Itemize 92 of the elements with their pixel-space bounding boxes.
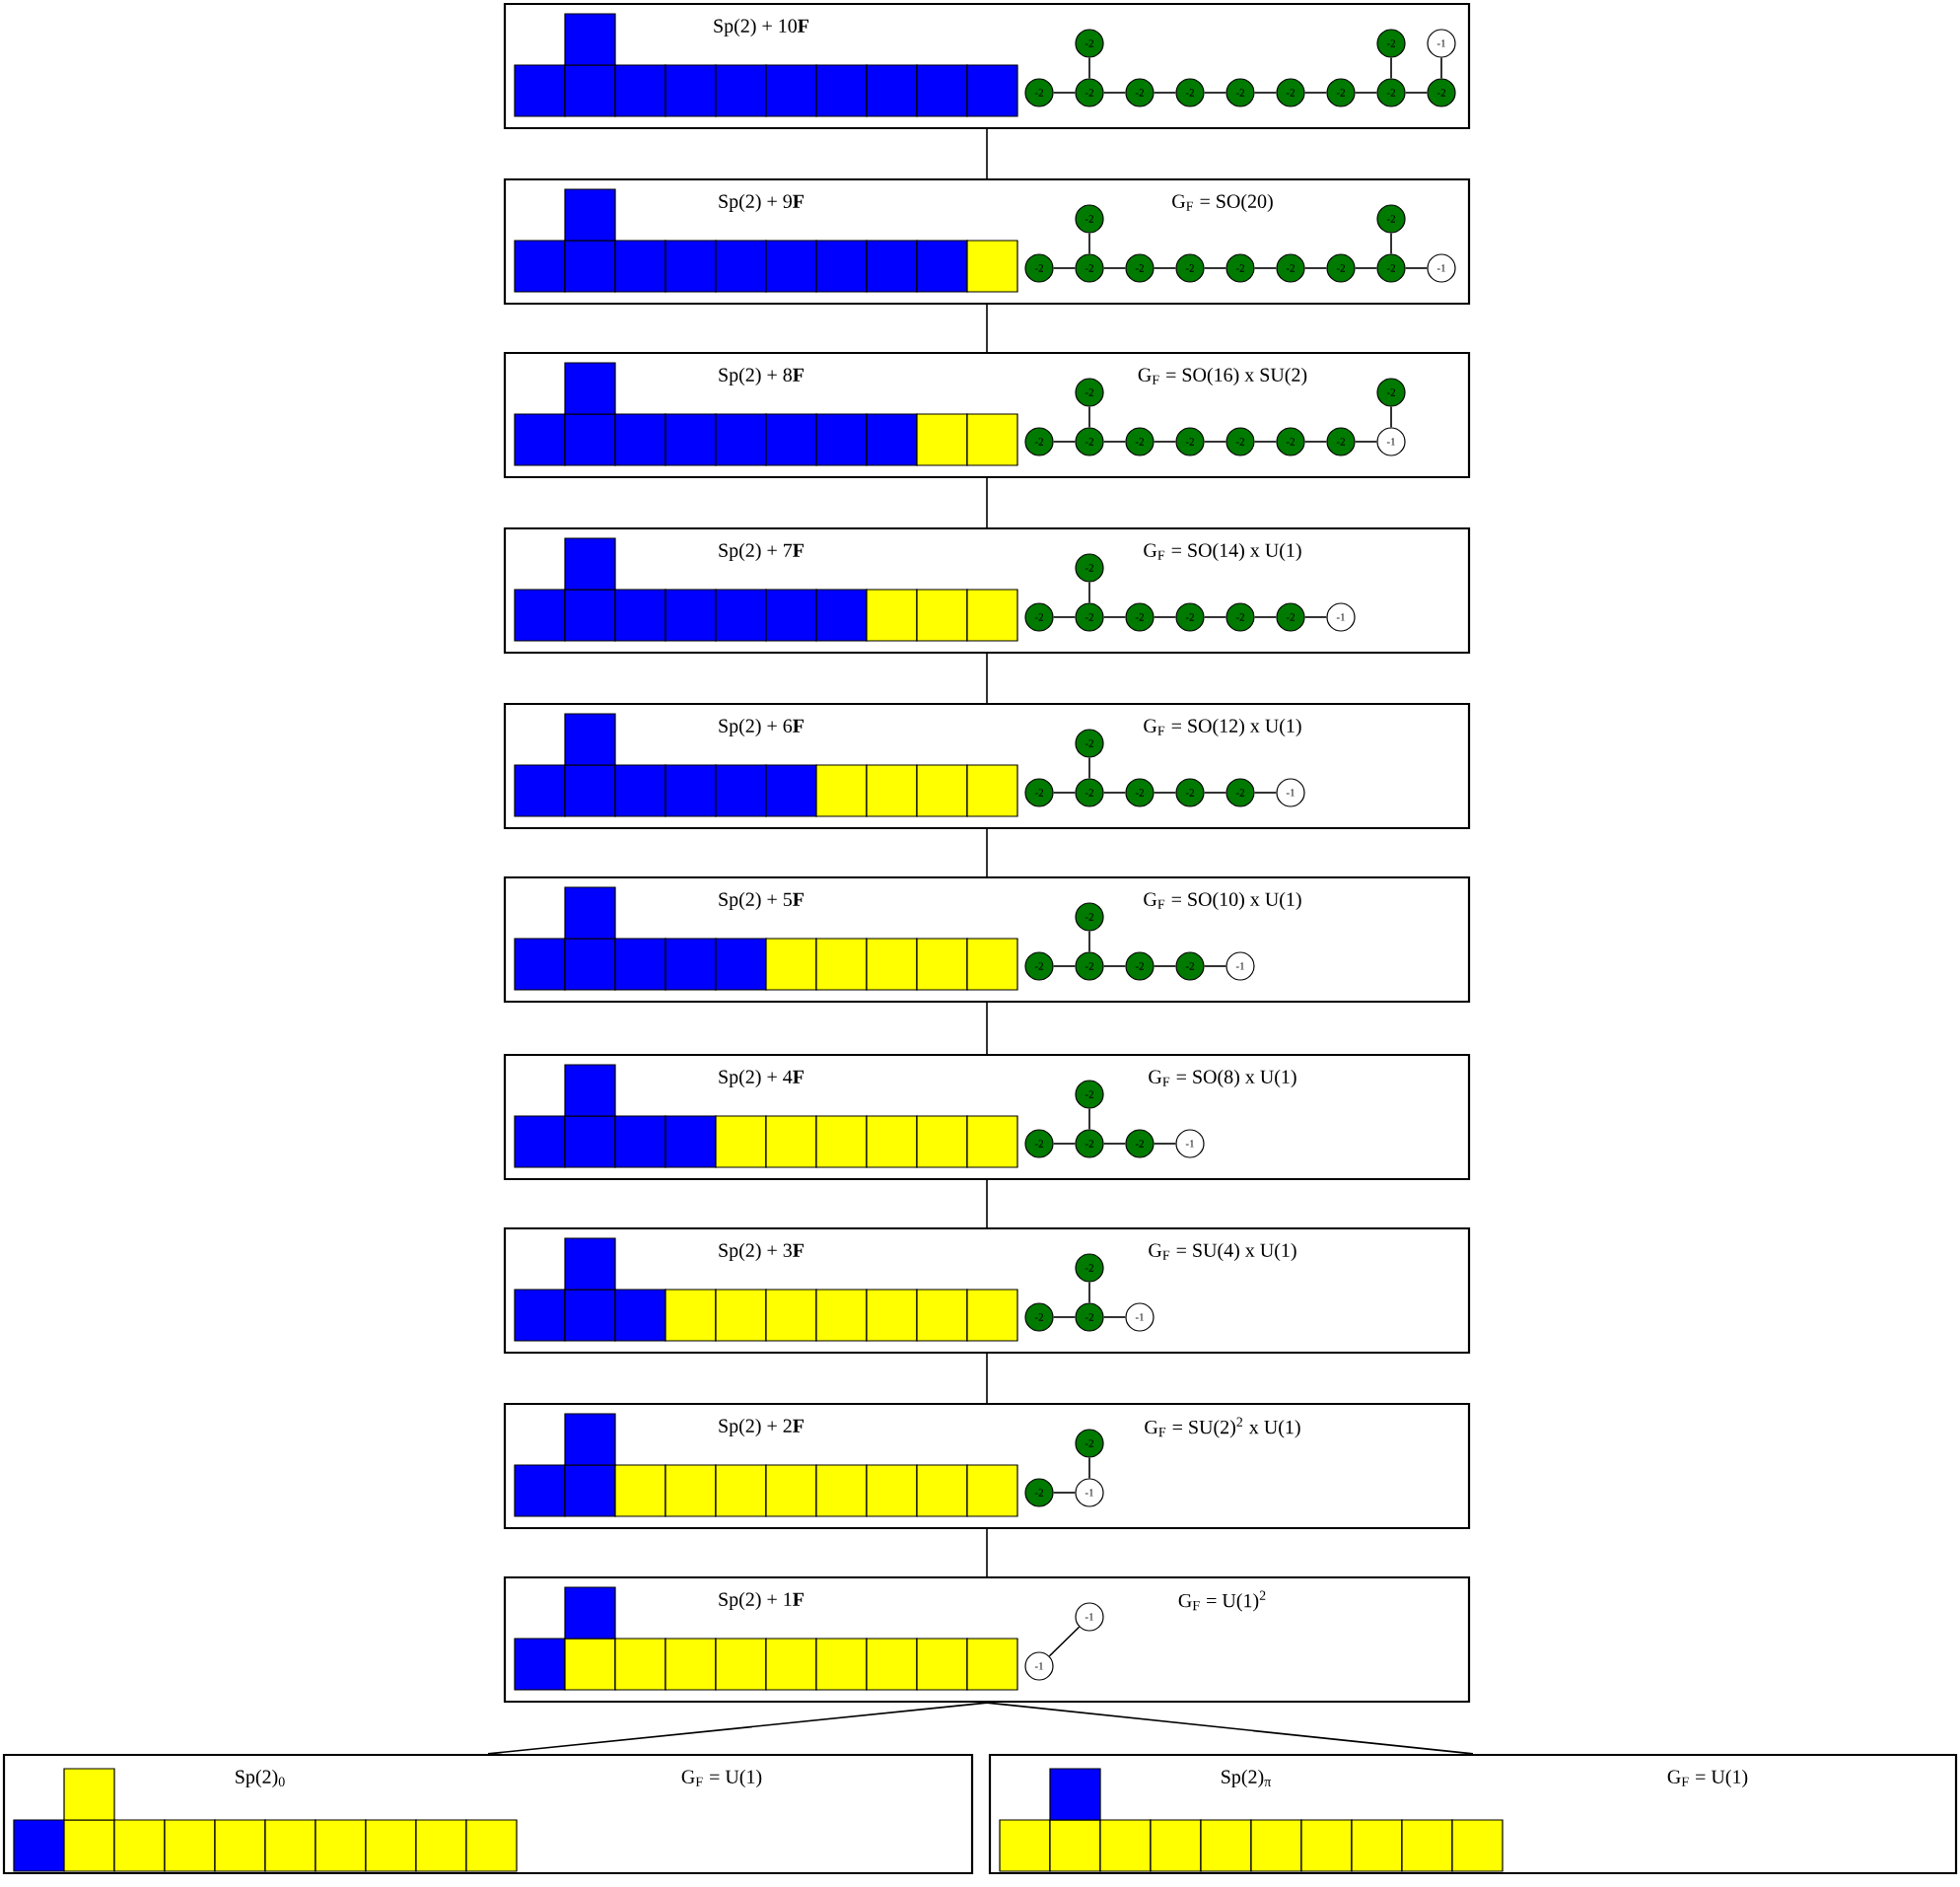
graph-edge [1052, 1492, 1077, 1494]
graph-edge [1088, 232, 1090, 255]
graph-edge [1303, 441, 1328, 443]
flavor-symmetry-label: G$_{F}$ = SO(12) x U(1) [1144, 718, 1301, 737]
theory-label: Sp(2) + 9F [719, 193, 804, 213]
connector-line [986, 1179, 988, 1228]
theory-label: Sp(2) + 3F [719, 1242, 804, 1262]
theory-label: Sp(2) + 10F [714, 18, 808, 37]
graph-edge [1102, 965, 1127, 967]
graph-edge [1102, 267, 1127, 269]
graph-edge [1052, 616, 1077, 618]
flavor-symmetry-label: G$_{F}$ = SO(8) x U(1) [1149, 1069, 1296, 1088]
graph-edge [1153, 965, 1177, 967]
theory-label: Sp(2) + 2F [719, 1418, 804, 1437]
graph-edge [1203, 441, 1227, 443]
connector-line [986, 1002, 988, 1055]
graph-edge [1203, 616, 1227, 618]
graph-edge [1052, 441, 1077, 443]
graph-edge [1153, 92, 1177, 94]
flavor-symmetry-label: G$_{F}$ = SO(14) x U(1) [1144, 542, 1301, 562]
flavor-symmetry-label: G$_{F}$ = SO(16) x SU(2) [1138, 367, 1307, 386]
graph-edge [1303, 616, 1328, 618]
flavor-symmetry-label: G$_{F}$ = SO(10) x U(1) [1144, 891, 1301, 911]
graph-edge [1253, 792, 1278, 794]
theory-label: Sp(2)$_{0}$ [236, 1769, 285, 1788]
graph-edge [1153, 1143, 1177, 1145]
graph-edge [1102, 441, 1127, 443]
graph-edge [1088, 756, 1090, 780]
graph-edge [1088, 1456, 1090, 1480]
connector-line [986, 304, 988, 353]
theory-label: Sp(2) + 4F [719, 1069, 804, 1088]
graph-edge [1203, 965, 1227, 967]
graph-edge [1404, 92, 1429, 94]
theory-label: Sp(2) + 6F [719, 718, 804, 737]
graph-edge [1440, 56, 1442, 80]
connector-line [986, 1353, 988, 1404]
flavor-symmetry-label: G$_{F}$ = U(1) [681, 1769, 762, 1788]
graph-edge [1390, 405, 1392, 429]
graph-edge [1088, 930, 1090, 953]
graph-edge [1203, 92, 1227, 94]
graph-edge [1052, 92, 1077, 94]
graph-edge [1052, 965, 1077, 967]
graph-edge [1203, 267, 1227, 269]
graph-edge [1153, 267, 1177, 269]
graph-edge [1203, 792, 1227, 794]
graph-edge [1253, 92, 1278, 94]
graph-edge [1048, 1626, 1081, 1657]
connector-line [487, 1702, 988, 1755]
graph-edge [1153, 792, 1177, 794]
connector-line [986, 1702, 1474, 1755]
graph-edge [1052, 267, 1077, 269]
graph-edge [1088, 581, 1090, 604]
connector-line [986, 128, 988, 179]
graph-edge [1253, 616, 1278, 618]
graph-edge [1390, 232, 1392, 255]
theory-label: Sp(2) + 1F [719, 1591, 804, 1611]
graph-edge [1102, 616, 1127, 618]
graph-edge [1253, 441, 1278, 443]
graph-edge [1088, 405, 1090, 429]
graph-edge [1052, 1143, 1077, 1145]
graph-edge [1088, 1107, 1090, 1131]
graph-edge [1052, 1316, 1077, 1318]
graph-edge [1052, 792, 1077, 794]
flavor-symmetry-label: G$_{F}$ = SO(20) [1172, 193, 1273, 213]
graph-edge [1390, 56, 1392, 80]
flavor-symmetry-label: G$_{F}$ = U(1)$^{2}$ [1178, 1590, 1266, 1612]
graph-edge [1102, 1143, 1127, 1145]
flavor-symmetry-label: G$_{F}$ = SU(2)$^{2}$ x U(1) [1145, 1417, 1300, 1438]
graph-edge [1153, 441, 1177, 443]
connector-line [986, 653, 988, 704]
graph-edge [1153, 616, 1177, 618]
graph-edge [1253, 267, 1278, 269]
theory-label: Sp(2) + 7F [719, 542, 804, 562]
graph-edge [1088, 1281, 1090, 1304]
flavor-symmetry-label: G$_{F}$ = U(1) [1667, 1769, 1748, 1788]
theory-label: Sp(2) + 8F [719, 367, 804, 386]
graph-edge [1303, 267, 1328, 269]
theory-label: Sp(2) + 5F [719, 891, 804, 911]
graph-edge [1102, 792, 1127, 794]
graph-edge [1354, 92, 1378, 94]
theory-label: Sp(2)$_{π}$ [1222, 1769, 1272, 1788]
flavor-symmetry-label: G$_{F}$ = SU(4) x U(1) [1149, 1242, 1296, 1262]
graph-edge [1102, 1316, 1127, 1318]
connector-line [986, 828, 988, 877]
graph-edge [1404, 267, 1429, 269]
graph-edge [1303, 92, 1328, 94]
graph-edge [1088, 56, 1090, 80]
graph-edge [1354, 441, 1378, 443]
connector-line [986, 1528, 988, 1577]
graph-edge [1102, 92, 1127, 94]
connector-line [986, 477, 988, 528]
graph-edge [1354, 267, 1378, 269]
